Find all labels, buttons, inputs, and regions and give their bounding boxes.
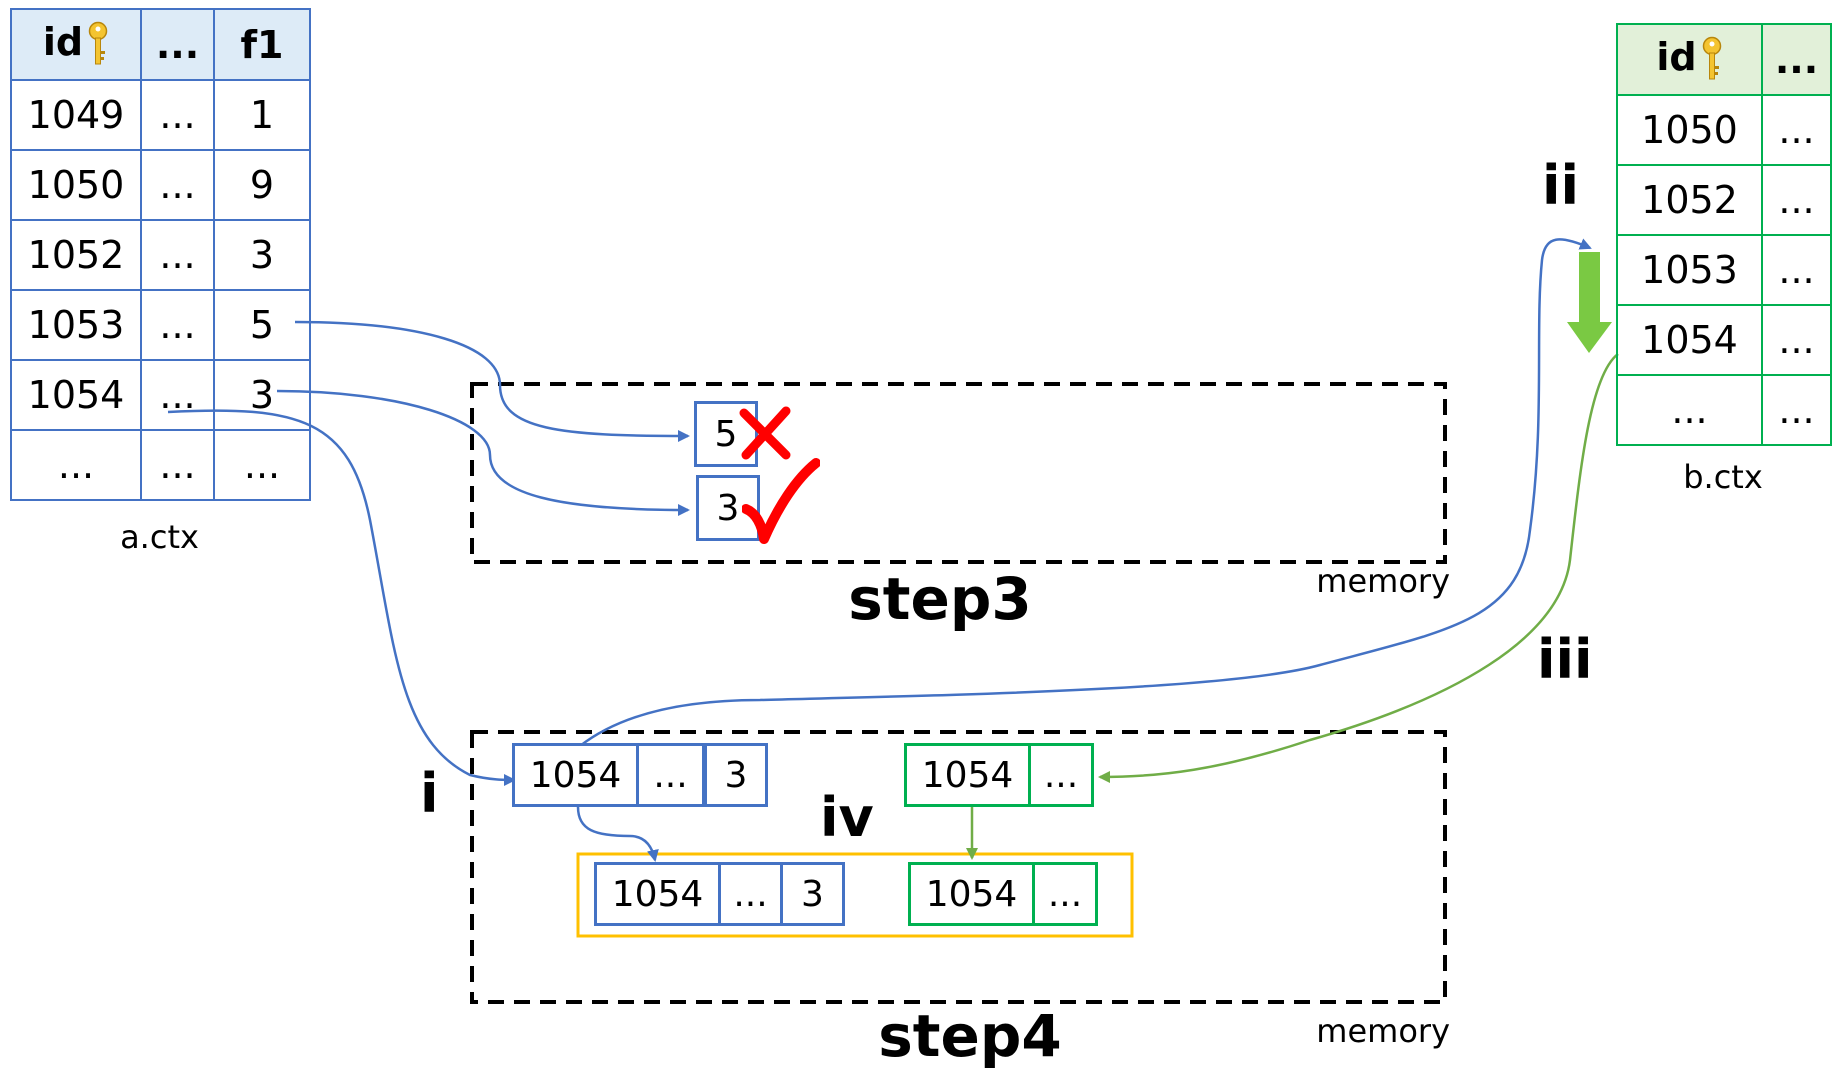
- table-cell: 1052: [1616, 164, 1763, 236]
- table-row: 1050...: [1616, 94, 1832, 166]
- joined-a-ellipsis: ...: [721, 862, 783, 926]
- arrow-f1-3-to-memory: [276, 389, 690, 516]
- step4-b-record-ellipsis: ...: [1031, 743, 1094, 807]
- joined-b-id: 1054: [908, 862, 1035, 926]
- table-b-caption: b.ctx: [1683, 458, 1763, 496]
- table-a-header-id: id: [10, 8, 142, 81]
- table-row: ......: [1616, 374, 1832, 446]
- table-cell: ...: [140, 289, 215, 361]
- table-a-caption: a.ctx: [120, 518, 199, 556]
- table-cell: ...: [140, 359, 215, 431]
- key-icon: [1702, 36, 1721, 80]
- table-cell: ...: [140, 429, 215, 501]
- step4-a-record-id: 1054: [512, 743, 639, 807]
- table-cell: ...: [1761, 234, 1832, 306]
- table-row: 1053...: [1616, 234, 1832, 306]
- table-cell: 1050: [10, 149, 142, 221]
- joined-a-f1: 3: [783, 862, 845, 926]
- table-a-header-ellipsis: ...: [140, 8, 215, 81]
- table-cell: ...: [1761, 304, 1832, 376]
- step3-memory-label: memory: [1316, 562, 1450, 600]
- step4-a-record-f1: 3: [704, 743, 768, 807]
- label-iv: iv: [820, 786, 874, 849]
- step4-joined-a: 1054 ... 3: [594, 862, 845, 926]
- step4-b-record-id: 1054: [904, 743, 1031, 807]
- table-row: 1049...1: [10, 79, 311, 151]
- table-cell: 9: [213, 149, 311, 221]
- table-cell: 1054: [10, 359, 142, 431]
- table-cell: 5: [213, 289, 311, 361]
- table-b-header-ellipsis: ...: [1761, 23, 1832, 96]
- table-row: 1052...3: [10, 219, 311, 291]
- step3-title: step3: [848, 565, 1032, 633]
- table-a-ctx: id ... f1 1049...1 1050...9 1052...3 105…: [10, 8, 311, 501]
- table-cell: 1049: [10, 79, 142, 151]
- arrow-iv-a: [576, 806, 659, 862]
- table-cell: 1053: [10, 289, 142, 361]
- table-row: 1050...9: [10, 149, 311, 221]
- joined-a-id: 1054: [594, 862, 721, 926]
- cross-icon: [739, 406, 791, 460]
- arrow-iii: [1098, 353, 1619, 783]
- table-row: .........: [10, 429, 311, 501]
- table-cell: 3: [213, 219, 311, 291]
- joined-b-ellipsis: ...: [1035, 862, 1098, 926]
- step4-a-record-ellipsis: ...: [639, 743, 705, 807]
- table-cell: ...: [140, 79, 215, 151]
- label-i: i: [420, 762, 439, 825]
- table-cell: 1054: [1616, 304, 1763, 376]
- step4-b-record: 1054 ...: [904, 743, 1094, 807]
- table-cell: ...: [140, 219, 215, 291]
- table-b-header-id: id: [1616, 23, 1763, 96]
- step4-memory-label: memory: [1316, 1012, 1450, 1050]
- table-cell: ...: [140, 149, 215, 221]
- key-icon: [88, 21, 108, 65]
- table-cell: 1050: [1616, 94, 1763, 166]
- step3-memory-frame: [470, 382, 1447, 564]
- scan-down-arrow: [1567, 252, 1612, 353]
- step4-memory-frame: [470, 730, 1447, 1004]
- table-cell: ...: [213, 429, 311, 501]
- table-cell: ...: [1761, 164, 1832, 236]
- table-row: 1053...5: [10, 289, 311, 361]
- check-icon: [742, 458, 820, 544]
- table-row: 1054...: [1616, 304, 1832, 376]
- table-cell: 1: [213, 79, 311, 151]
- table-cell: 1052: [10, 219, 142, 291]
- table-cell: 3: [213, 359, 311, 431]
- step4-joined-b: 1054 ...: [908, 862, 1098, 926]
- table-b-header-row: id ...: [1616, 23, 1832, 96]
- table-cell: ...: [1616, 374, 1763, 446]
- table-cell: ...: [1761, 94, 1832, 166]
- table-cell: 1053: [1616, 234, 1763, 306]
- table-cell: ...: [10, 429, 142, 501]
- arrow-ii: [579, 238, 1592, 747]
- table-b-ctx: id ... 1050... 1052... 1053... 1054... .…: [1616, 23, 1832, 446]
- table-row: 1054...3: [10, 359, 311, 431]
- arrow-f1-5-to-memory: [294, 320, 690, 442]
- table-cell: ...: [1761, 374, 1832, 446]
- label-ii: ii: [1542, 154, 1580, 217]
- table-a-header-f1: f1: [213, 8, 311, 81]
- step4-title: step4: [878, 1002, 1062, 1070]
- step4-a-record: 1054 ...: [512, 743, 705, 807]
- table-row: 1052...: [1616, 164, 1832, 236]
- table-a-header-row: id ... f1: [10, 8, 311, 81]
- label-iii: iii: [1537, 628, 1593, 691]
- joined-frame: [576, 852, 1134, 938]
